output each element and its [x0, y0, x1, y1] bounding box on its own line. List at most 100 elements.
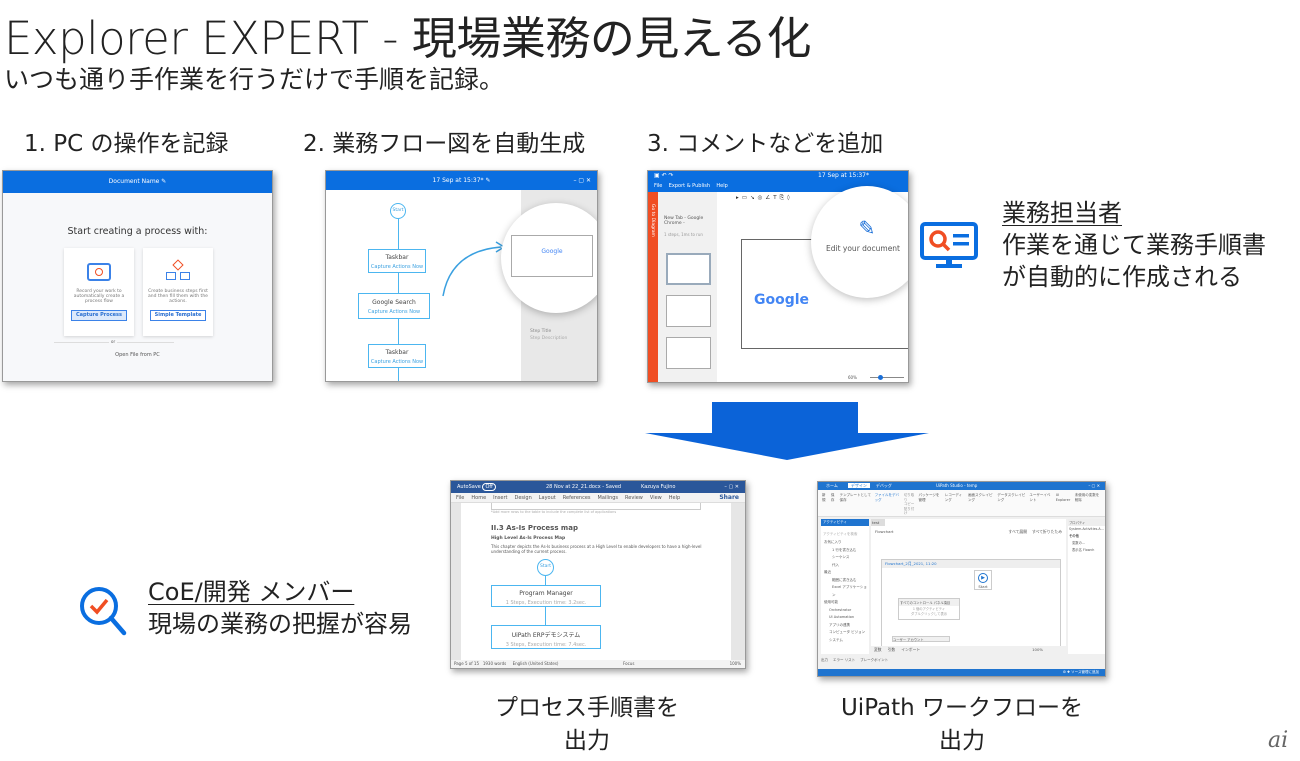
start-label: Start [978, 584, 988, 589]
focus-button[interactable]: Focus [623, 661, 635, 666]
tree-item[interactable]: 使用可能 [824, 600, 838, 604]
tree-item[interactable]: 1 行を書き込む [832, 547, 857, 552]
manage-packages-button[interactable]: パッケージを管理 [918, 493, 940, 502]
tree-item[interactable]: Orchestrator [829, 607, 852, 612]
imports-tab[interactable]: インポート [901, 647, 921, 652]
menu-export[interactable]: Export & Publish [668, 183, 711, 189]
open-file-link[interactable]: Open File from PC [115, 352, 160, 358]
zoom-slider[interactable] [870, 375, 904, 380]
go-to-diagram-tab[interactable]: Go to Diagram [648, 192, 658, 382]
tab-home[interactable]: ホーム [826, 483, 838, 488]
tree-item[interactable]: お気に入り [824, 540, 842, 544]
start-node[interactable]: ▶Start [974, 570, 992, 590]
drawing-toolbar[interactable]: ▸▭↘◎∠T⎘◊ [736, 195, 793, 201]
tab-layout[interactable]: Layout [538, 495, 556, 501]
tree-item[interactable]: コンピュータ ビジョン [829, 630, 866, 634]
zoom-level[interactable]: 100% [729, 661, 741, 666]
remove-unused-button[interactable]: 未使用の変数を削除 [1074, 493, 1100, 502]
simple-template-button[interactable]: Simple Template [150, 310, 206, 321]
save-template-button[interactable]: テンプレートとして保存 [839, 493, 871, 502]
tree-item[interactable]: アプリの連携 [829, 622, 850, 627]
tree-item[interactable]: 範囲に書き込む [832, 577, 857, 582]
error-list-tab[interactable]: エラー リスト [833, 658, 856, 662]
tab-design[interactable]: デザイン [847, 483, 870, 488]
share-button[interactable]: Share [719, 494, 739, 501]
save-button[interactable]: 保存 [830, 493, 835, 502]
breakpoints-tab[interactable]: ブレークポイント [860, 658, 889, 662]
screen-scraping-button[interactable]: 画面スクレイピング [967, 493, 993, 502]
role-title: 業務担当者 [1002, 199, 1122, 227]
caption-line: プロセス手順書を [495, 695, 679, 721]
tree-item[interactable]: Excel アプリケーション [832, 585, 867, 597]
paste-button[interactable]: 貼り付け [903, 506, 915, 516]
tree-item[interactable]: シーケンス [832, 555, 850, 559]
document-tab[interactable]: test [871, 519, 885, 526]
word-output-caption: プロセス手順書を 出力 [457, 692, 717, 758]
tree-item[interactable]: 代入 [832, 562, 839, 567]
tab-design[interactable]: Design [514, 495, 532, 501]
uipath-output-caption: UiPath ワークフローを 出力 [810, 692, 1114, 758]
step-thumbnail[interactable] [666, 295, 711, 327]
magnifier-preview: Google [501, 203, 597, 313]
tab-help[interactable]: Help [668, 495, 681, 501]
properties-panel: プロパティ System.Activities.A... その他 変数の... … [1068, 519, 1105, 654]
zoom-level[interactable]: 60% [848, 375, 857, 380]
document-title: 17 Sep at 15:37* [818, 172, 869, 179]
variables-tab[interactable]: 変数 [874, 647, 882, 652]
word-count: 1930 words [482, 661, 507, 666]
collapse-all[interactable]: すべて折りたたみ [1032, 529, 1062, 534]
zoom-level[interactable]: 100% [1032, 647, 1043, 652]
sequence-node[interactable]: ユーザー アカウント [892, 636, 950, 642]
step-thumbnail[interactable] [666, 337, 711, 369]
property-row[interactable]: 表示名 [1072, 548, 1082, 552]
card-description: Record your work to automatically create… [73, 289, 125, 304]
node-title: Program Manager [519, 590, 573, 597]
recording-button[interactable]: レコーディング [944, 493, 963, 502]
cut-button[interactable]: 切り取り [903, 493, 915, 502]
new-button[interactable]: 新規 [822, 493, 826, 502]
property-value[interactable]: Flowch [1082, 548, 1095, 552]
capture-card[interactable]: Record your work to automatically create… [64, 248, 134, 336]
copy-button[interactable]: コピー [903, 502, 915, 506]
tab-references[interactable]: References [562, 495, 591, 501]
start-node[interactable]: Start [390, 203, 406, 219]
panel-title: アクティビティ [821, 519, 869, 526]
tab-file[interactable]: File [456, 495, 465, 501]
capture-process-button[interactable]: Capture Process [71, 310, 127, 321]
menu-file[interactable]: File [654, 183, 663, 189]
debug-button[interactable]: ファイルをデバッグ [874, 493, 900, 502]
ui-explorer-button[interactable]: UI Explorer [1055, 493, 1071, 502]
window-title: UiPath Studio - temp [936, 483, 978, 488]
tree-item[interactable]: UI Automation [829, 615, 855, 619]
tree-item[interactable]: 最近 [824, 570, 831, 574]
output-tab[interactable]: 出力 [821, 658, 828, 662]
tab-insert[interactable]: Insert [493, 495, 508, 501]
flowchart-container: Flowchart_2月_2021, 11:20 ▶Start すべてのコントロ… [881, 559, 1061, 654]
add-source-control[interactable]: ソース管理に追加 [1071, 670, 1099, 674]
tab-home[interactable]: Home [471, 495, 487, 501]
tree-item[interactable]: システム [829, 637, 843, 642]
activity-search[interactable]: アクティビティを検索 [823, 532, 858, 536]
arguments-tab[interactable]: 引数 [887, 647, 896, 652]
tab-review[interactable]: Review [625, 495, 643, 501]
tab-debug[interactable]: デバッグ [875, 483, 892, 488]
tab-view[interactable]: View [649, 495, 662, 501]
node-sub: Capture Actions Now [367, 309, 421, 315]
title-bar: 17 Sep at 15:37* ✎– ▢ ✕ [326, 171, 597, 190]
data-scraping-button[interactable]: データスクレイピング [997, 493, 1026, 502]
property-row[interactable]: 変数の... [1072, 541, 1086, 545]
status-bar: Page 5 of 15 1930 words English (United … [451, 660, 745, 668]
template-card[interactable]: Create business steps first and then fil… [143, 248, 213, 336]
user-events-button[interactable]: ユーザーイベント [1029, 493, 1051, 502]
autosave-toggle[interactable]: Off [482, 483, 496, 491]
expand-all[interactable]: すべて展開 [1008, 529, 1028, 534]
step-thumbnail[interactable] [666, 253, 711, 285]
menu-help[interactable]: Help [716, 183, 728, 189]
tab-mailings[interactable]: Mailings [597, 495, 619, 501]
